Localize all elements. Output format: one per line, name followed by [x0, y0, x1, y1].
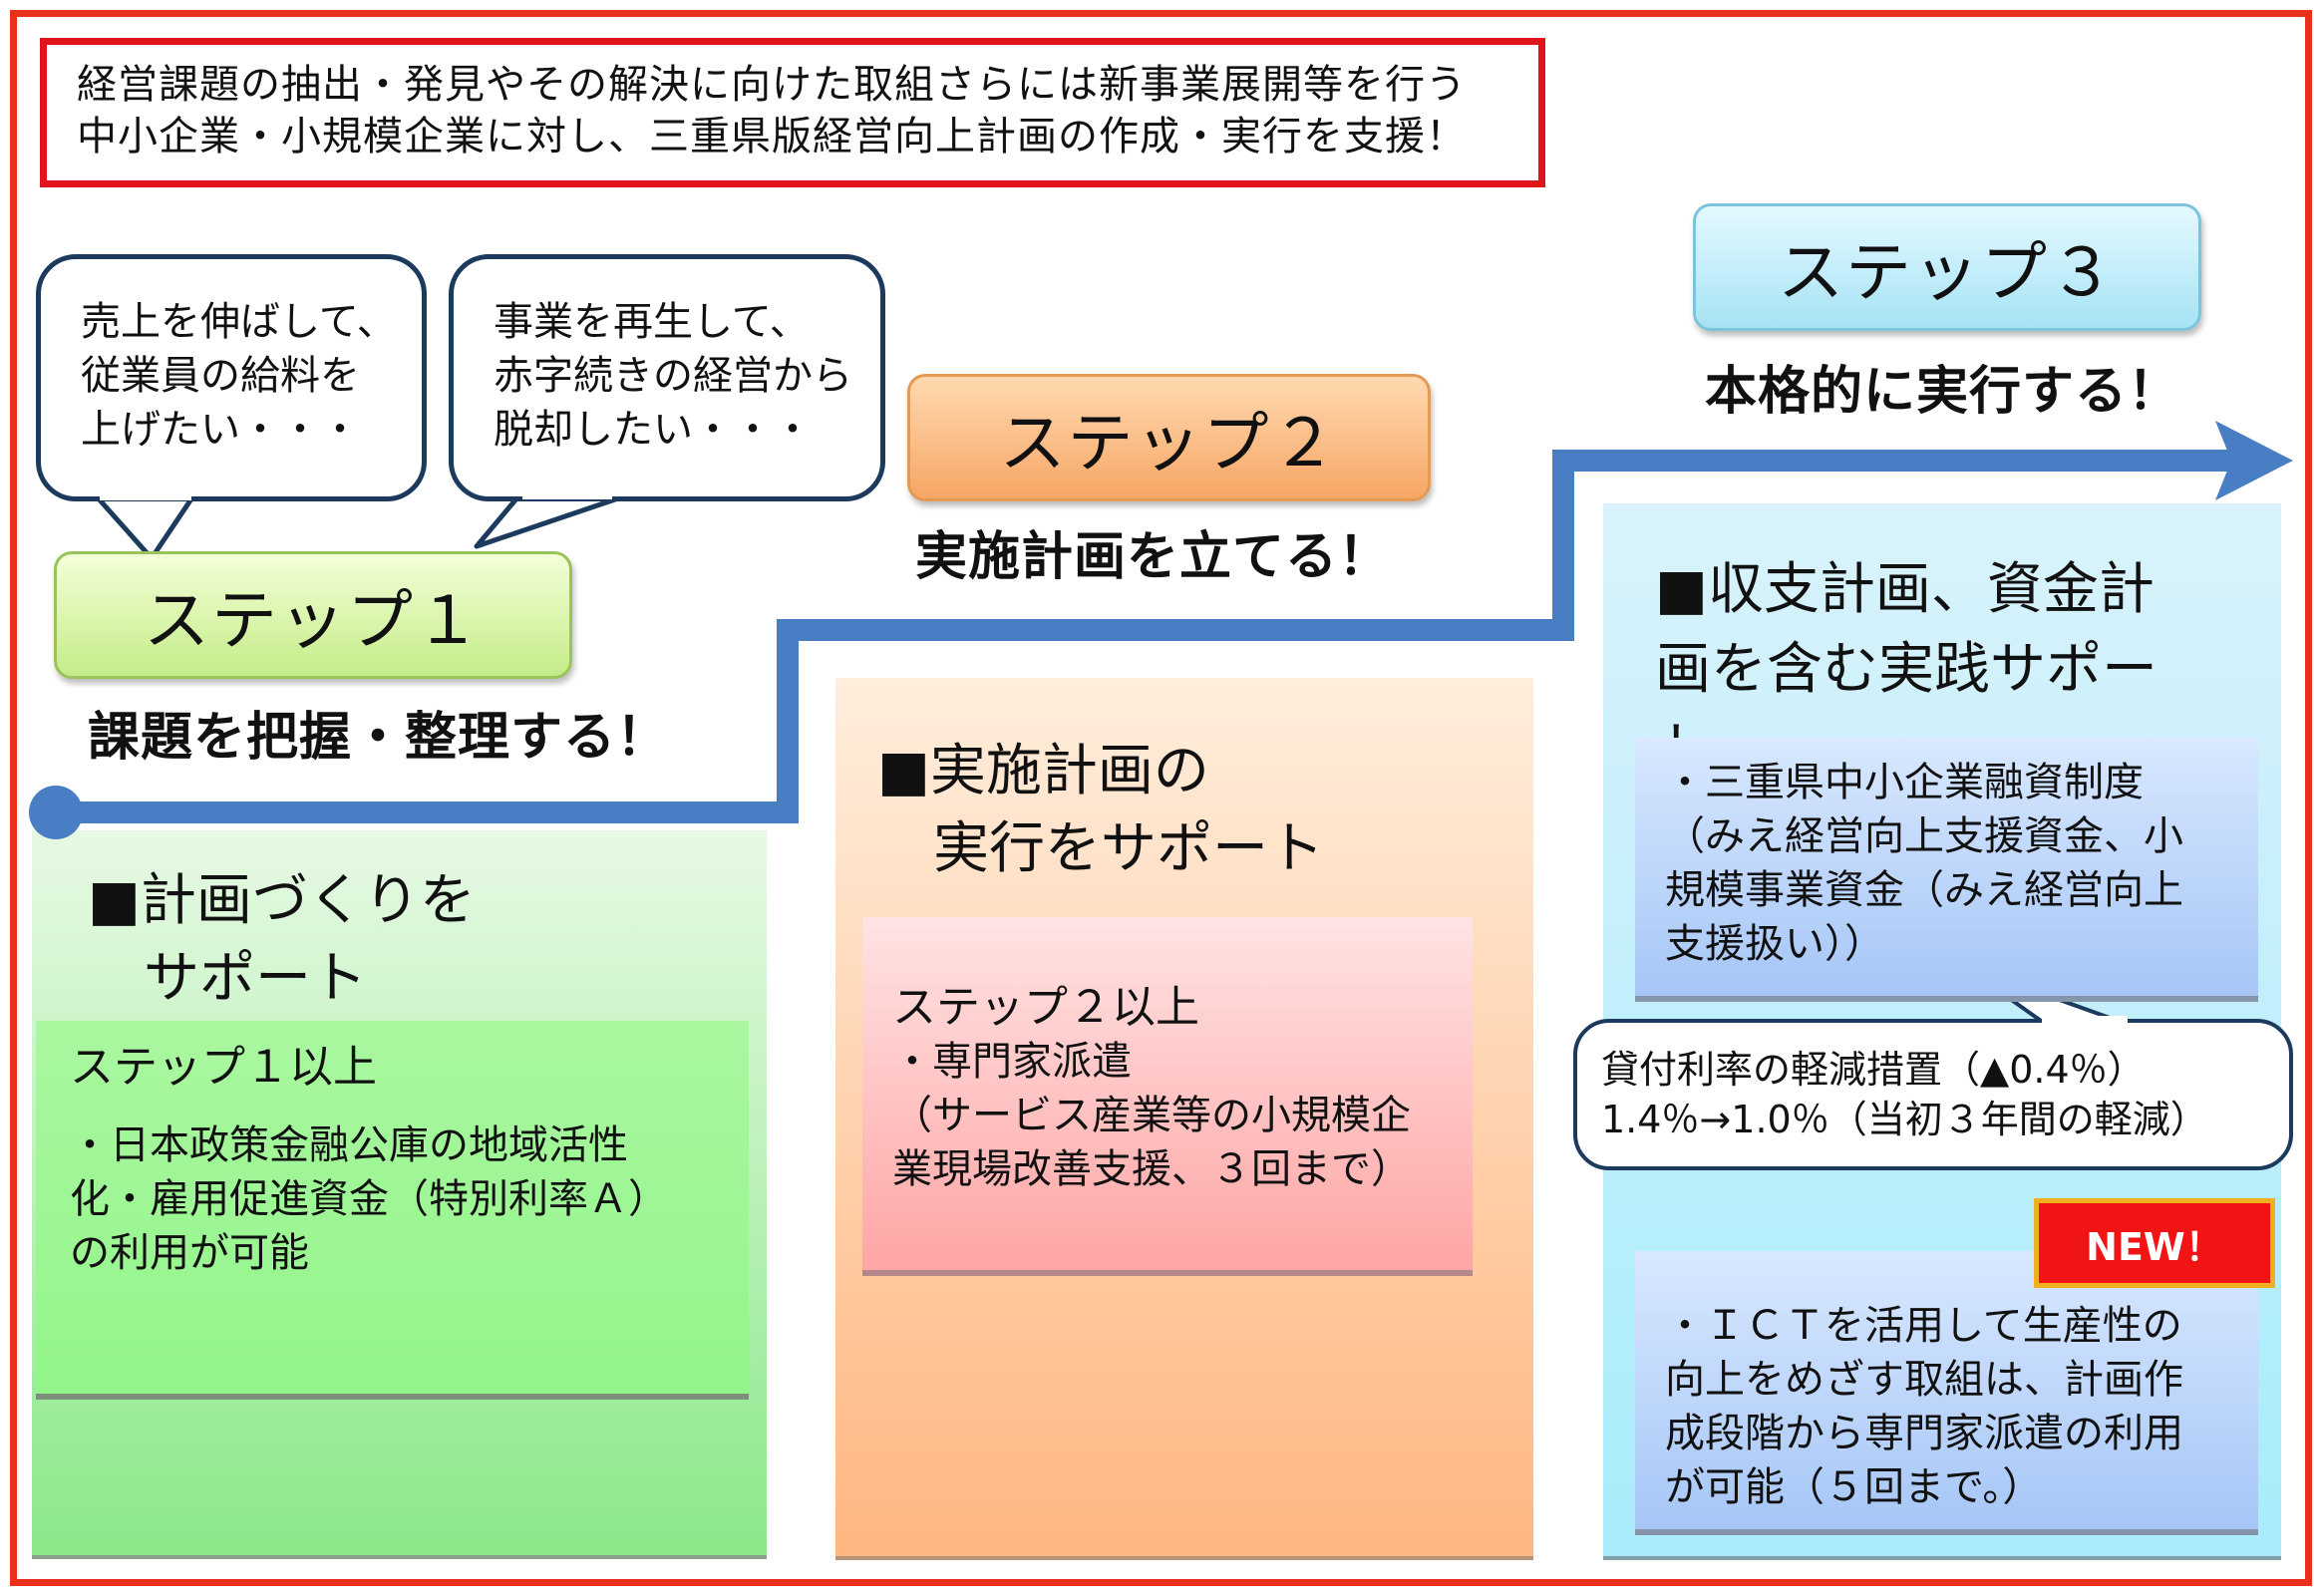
col3-item2-line-2: 向上をめざす取組は、計画作 [1665, 1357, 2183, 1403]
step3-subtitle: 本格的に実行する！ [1705, 362, 2181, 422]
col1-item-title: ステップ１以上 [70, 1042, 377, 1093]
bubble2-line-1: 事業を再生して、 [494, 299, 810, 345]
col2-item-line-3: 業現場改善支援、３回まで） [892, 1146, 1411, 1192]
col2-item-title: ステップ２以上 [892, 982, 1199, 1033]
flow-line [55, 450, 2263, 823]
col3-item1-line-4: 支援扱い）） [1665, 921, 1884, 967]
col1-heading: ■計画づくりを サポート [88, 862, 476, 1018]
callout-tail-joint [2042, 1016, 2128, 1026]
col3-item2-line-1: ・ＩＣＴを活用して生産性の [1665, 1303, 2182, 1349]
col3-item1-line-3: 規模事業資金（みえ経営向上 [1665, 867, 2183, 913]
col2-heading-line-2: 実行をサポート [877, 816, 1324, 881]
col3-heading-line-2: 画を含む実践サポー [1655, 637, 2157, 702]
intro-line-2: 中小企業・小規模企業に対し、三重県版経営向上計画の作成・実行を支援！ [77, 114, 1467, 160]
col3-item2-line-3: 成段階から専門家派遣の利用 [1665, 1411, 2183, 1456]
col3-loan-box: ・三重県中小企業融資制度 （みえ経営向上支援資金、小 規模事業資金（みえ経営向上… [1635, 738, 2258, 1002]
col2-heading-line-1: ■実施計画の [877, 739, 1209, 803]
callout-line-1: 貸付利率の軽減措置（▲0.4％） [1601, 1048, 2146, 1092]
bubble1-line-3: 上げたい・・・ [81, 407, 360, 453]
bubble1-tail [92, 491, 197, 561]
outer-frame [10, 10, 2312, 1586]
bubble1-line-1: 売上を伸ばして、 [81, 299, 397, 345]
col2-item-line-1: ・専門家派遣 [892, 1039, 1132, 1085]
flow-start-dot-icon [29, 786, 83, 839]
col1-heading-line-1: ■計画づくりを [88, 868, 476, 933]
step1-label-text: ステップ１ [144, 582, 483, 659]
col3-heading-line-1: ■収支計画、資金計 [1655, 557, 2155, 622]
intro-box: 経営課題の抽出・発見やその解決に向けた取組さらには新事業展開等を行う 中小企業・… [40, 38, 1545, 187]
bubble1-tail-joint [100, 492, 191, 500]
interest-rate-callout: 貸付利率の軽減措置（▲0.4％） 1.4％→1.0％（当初３年間の軽減） [1573, 1019, 2293, 1170]
col3-ict-box: ・ＩＣＴを活用して生産性の 向上をめざす取組は、計画作 成段階から専門家派遣の利… [1635, 1251, 2258, 1535]
step3-label: ステップ３ [1693, 203, 2201, 331]
col1-item-line-3: の利用が可能 [70, 1230, 309, 1276]
step3-label-text: ステップ３ [1778, 234, 2117, 311]
col3-heading: ■収支計画、資金計 画を含む実践サポー ト [1655, 550, 2157, 790]
callout-line-2: 1.4％→1.0％（当初３年間の軽減） [1601, 1098, 2208, 1141]
step1-label: ステップ１ [54, 551, 572, 679]
speech-bubble-2: 事業を再生して、 赤字続きの経営から 脱却したい・・・ [449, 254, 885, 501]
step1-subtitle: 課題を把握・整理する！ [88, 708, 670, 768]
col3-item1-line-1: ・三重県中小企業融資制度 [1665, 760, 2144, 805]
col2-heading: ■実施計画の 実行をサポート [877, 733, 1324, 888]
col3-item2-line-4: が可能（５回まで。） [1665, 1464, 2043, 1510]
col2-support-box: ステップ２以上 ・専門家派遣 （サービス産業等の小規模企 業現場改善支援、３回ま… [862, 917, 1473, 1276]
speech-bubble-1: 売上を伸ばして、 従業員の給料を 上げたい・・・ [36, 254, 427, 501]
step2-label: ステップ２ [907, 374, 1431, 501]
bubble2-tail [474, 493, 621, 549]
col2-item-line-2: （サービス産業等の小規模企 [892, 1093, 1411, 1138]
col1-item-line-2: 化・雇用促進資金（特別利率Ａ） [70, 1176, 668, 1222]
intro-line-1: 経営課題の抽出・発見やその解決に向けた取組さらには新事業展開等を行う [77, 62, 1467, 108]
step2-subtitle: 実施計画を立てる！ [915, 527, 1392, 587]
arrow-head-icon [2215, 421, 2293, 500]
col3-item1-line-2: （みえ経営向上支援資金、小 [1665, 813, 2183, 859]
col1-heading-line-2: サポート [88, 946, 367, 1011]
bubble2-line-2: 赤字続きの経営から [494, 353, 852, 399]
col1-item-line-1: ・日本政策金融公庫の地域活性 [70, 1122, 628, 1168]
bubble1-line-2: 従業員の給料を [81, 353, 360, 399]
new-badge: NEW！ [2034, 1198, 2275, 1288]
col1-support-box: ステップ１以上 ・日本政策金融公庫の地域活性 化・雇用促進資金（特別利率Ａ） の… [36, 1021, 749, 1400]
step2-label-text: ステップ２ [999, 405, 1339, 481]
bubble2-line-3: 脱却したい・・・ [494, 407, 813, 453]
bubble2-tail-joint [522, 491, 612, 499]
